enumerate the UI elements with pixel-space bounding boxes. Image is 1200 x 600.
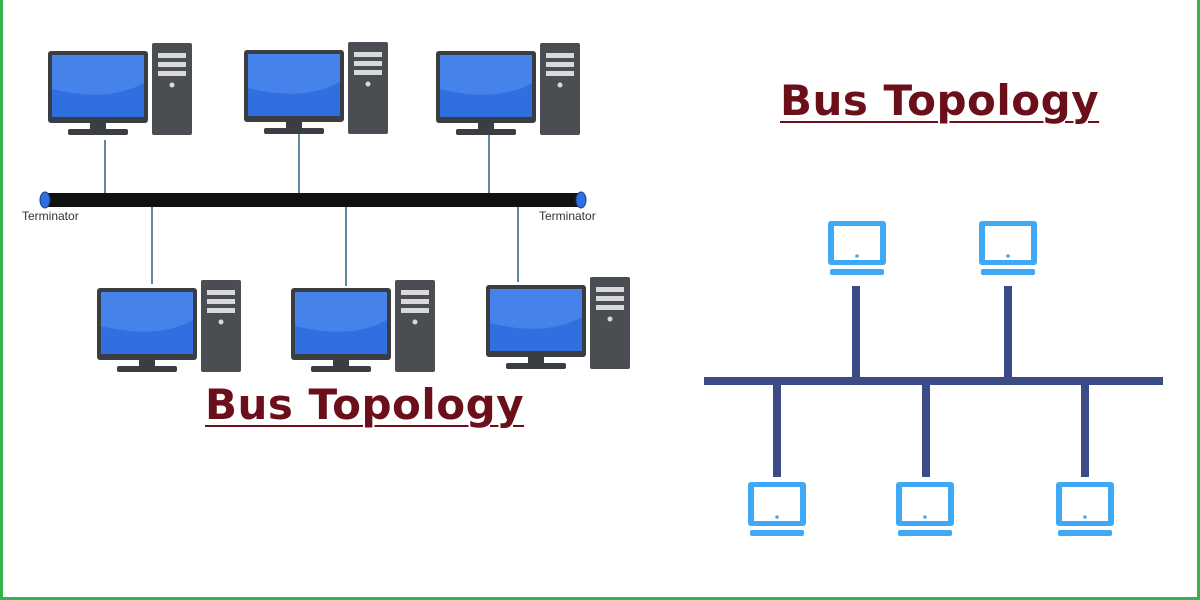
monitor-icon bbox=[1056, 482, 1114, 536]
diagram-title: Bus Topology bbox=[780, 76, 1100, 125]
drop-cable bbox=[1081, 385, 1089, 477]
drop-cable bbox=[852, 286, 860, 377]
diagram-title: Bus Topology bbox=[205, 380, 525, 429]
monitor-icon bbox=[979, 221, 1037, 275]
desktop-computer-icon bbox=[244, 42, 388, 134]
drop-cable bbox=[773, 385, 781, 477]
desktop-computer-icon bbox=[48, 43, 192, 135]
monitor-icon bbox=[896, 482, 954, 536]
terminator-icon bbox=[575, 191, 587, 209]
drop-cable bbox=[1004, 286, 1012, 377]
desktop-computer-icon bbox=[436, 43, 580, 135]
desktop-computer-icon bbox=[291, 280, 435, 372]
terminator-label: Terminator bbox=[22, 209, 79, 223]
drop-cable bbox=[922, 385, 930, 477]
desktop-computer-icon bbox=[486, 277, 630, 369]
terminator-label: Terminator bbox=[539, 209, 596, 223]
monitor-icon bbox=[748, 482, 806, 536]
bus-backbone bbox=[704, 377, 1163, 385]
terminator-icon bbox=[39, 191, 51, 209]
bus-backbone bbox=[45, 193, 581, 207]
desktop-computer-icon bbox=[97, 280, 241, 372]
monitor-icon bbox=[828, 221, 886, 275]
